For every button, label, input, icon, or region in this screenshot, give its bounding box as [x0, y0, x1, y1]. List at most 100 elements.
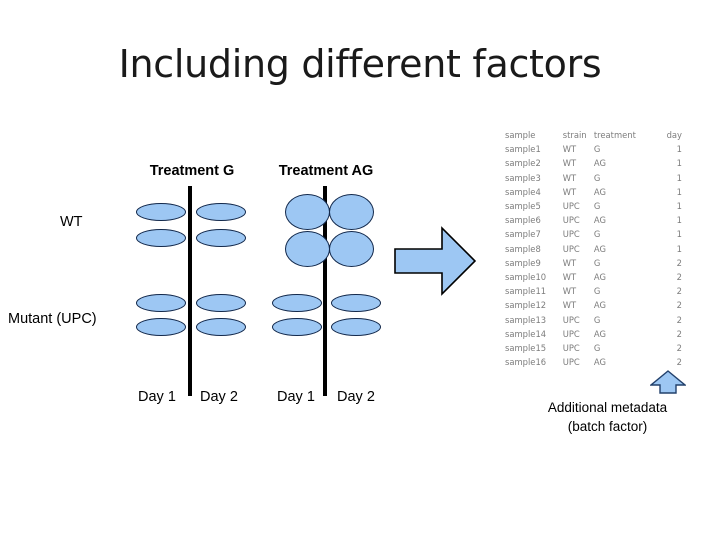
row-label-mutant: Mutant (UPC) [8, 311, 97, 327]
table-row: sample4 WT AG 1 [500, 185, 700, 199]
sample-oval-wt-treatment-ag-day2-1 [329, 231, 374, 267]
sample-oval-wt-treatment-g-day2-1 [196, 229, 246, 247]
cell-sample-16: sample16 [505, 357, 547, 368]
cell-treatment-2: AG [593, 158, 606, 169]
cell-day-4: 1 [676, 186, 682, 197]
table-header-row: sample strain treatment day [500, 128, 700, 142]
sample-oval-wt-treatment-g-day1-0 [136, 203, 186, 221]
sample-oval-mutant-treatment-g-day1-0 [136, 294, 186, 312]
day-divider-0 [188, 186, 192, 396]
cell-strain-1: WT [562, 144, 577, 155]
day-label-3: Day 2 [337, 389, 375, 405]
cell-treatment-6: AG [593, 215, 606, 226]
cell-sample-6: sample6 [505, 215, 541, 226]
cell-treatment-9: G [593, 257, 601, 268]
cell-day-13: 2 [676, 314, 682, 325]
cell-strain-7: UPC [562, 229, 580, 240]
cell-sample-7: sample7 [505, 229, 541, 240]
cell-treatment-10: AG [593, 272, 606, 283]
cell-treatment-1: G [593, 144, 601, 155]
metadata-caption-line2: (batch factor) [567, 419, 648, 434]
sample-oval-wt-treatment-g-day1-1 [136, 229, 186, 247]
right-arrow-icon [394, 226, 476, 296]
cell-treatment-14: AG [593, 328, 606, 339]
cell-strain-8: UPC [562, 243, 580, 254]
sample-oval-mutant-treatment-ag-day1-1 [272, 318, 322, 336]
column-header-strain: strain [562, 130, 587, 140]
cell-strain-4: WT [562, 186, 577, 197]
cell-strain-12: WT [562, 300, 577, 311]
table-header: sample strain treatment day [500, 128, 700, 142]
metadata-caption: Additional metadata (batch factor) [500, 398, 715, 436]
cell-treatment-12: AG [593, 300, 606, 311]
cell-day-1: 1 [676, 144, 682, 155]
day-label-0: Day 1 [138, 389, 176, 405]
cell-treatment-16: AG [593, 357, 606, 368]
cell-day-12: 2 [676, 300, 682, 311]
column-header-treatment: treatment [593, 130, 636, 140]
cell-strain-2: WT [562, 158, 577, 169]
sample-oval-wt-treatment-g-day2-0 [196, 203, 246, 221]
cell-strain-5: UPC [562, 201, 580, 212]
cell-day-8: 1 [676, 243, 682, 254]
cell-day-3: 1 [676, 172, 682, 183]
cell-treatment-4: AG [593, 186, 606, 197]
sample-oval-mutant-treatment-ag-day1-0 [272, 294, 322, 312]
table-row: sample10 WT AG 2 [500, 270, 700, 284]
cell-day-10: 2 [676, 272, 682, 283]
day-label-2: Day 1 [277, 389, 315, 405]
sample-oval-wt-treatment-ag-day1-1 [285, 231, 330, 267]
cell-sample-1: sample1 [505, 144, 541, 155]
day-divider-1 [323, 186, 327, 396]
cell-strain-13: UPC [562, 314, 580, 325]
sample-oval-mutant-treatment-g-day1-1 [136, 318, 186, 336]
cell-treatment-13: G [593, 314, 601, 325]
up-arrow-icon [650, 370, 686, 394]
metadata-caption-line1: Additional metadata [547, 400, 668, 415]
cell-strain-6: UPC [562, 215, 580, 226]
cell-sample-5: sample5 [505, 201, 541, 212]
column-header-sample: sample [505, 130, 536, 140]
table-row: sample1 WT G 1 [500, 142, 700, 156]
cell-day-9: 2 [676, 257, 682, 268]
cell-sample-3: sample3 [505, 172, 541, 183]
cell-strain-14: UPC [562, 328, 580, 339]
column-header-treatment-0: Treatment G [149, 163, 235, 179]
cell-treatment-15: G [593, 343, 601, 354]
column-header-day: day [666, 130, 682, 140]
sample-oval-mutant-treatment-ag-day2-0 [331, 294, 381, 312]
cell-sample-10: sample10 [505, 272, 547, 283]
cell-sample-9: sample9 [505, 257, 541, 268]
cell-strain-3: WT [562, 172, 577, 183]
cell-strain-11: WT [562, 286, 577, 297]
cell-treatment-5: G [593, 201, 601, 212]
cell-strain-10: WT [562, 272, 577, 283]
table-row: sample12 WT AG 2 [500, 298, 700, 312]
sample-oval-mutant-treatment-ag-day2-1 [331, 318, 381, 336]
sample-oval-wt-treatment-ag-day1-0 [285, 194, 330, 230]
cell-treatment-8: AG [593, 243, 606, 254]
sample-oval-wt-treatment-ag-day2-0 [329, 194, 374, 230]
cell-sample-12: sample12 [505, 300, 547, 311]
cell-treatment-7: G [593, 229, 601, 240]
sample-oval-mutant-treatment-g-day2-0 [196, 294, 246, 312]
cell-sample-4: sample4 [505, 186, 541, 197]
cell-treatment-11: G [593, 286, 601, 297]
cell-day-2: 1 [676, 158, 682, 169]
page-title: Including different factors [118, 42, 602, 86]
